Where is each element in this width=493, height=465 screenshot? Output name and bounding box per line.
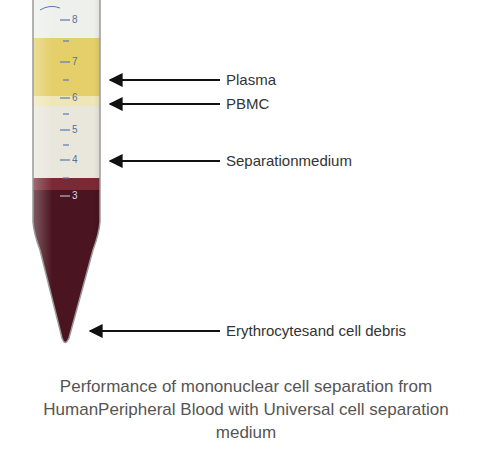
graduation-number: 6 [72, 93, 78, 103]
layer-label: Erythrocytesand cell debris [226, 323, 406, 338]
tube-marking [40, 6, 60, 10]
layer-label: Separationmedium [226, 153, 352, 168]
graduation-number: 7 [72, 57, 78, 67]
graduation-number: 5 [72, 125, 78, 135]
graduation-number: 4 [72, 155, 78, 165]
layer-label: Plasma [226, 72, 276, 87]
tube-outline [33, 0, 100, 343]
tube-contents [30, 0, 105, 360]
layer-label: PBMC [226, 96, 269, 111]
graduation-number: 8 [72, 15, 78, 25]
leader-arrows [90, 80, 220, 331]
graduation-number: 3 [72, 191, 78, 201]
figure-caption: Performance of mononuclear cell separati… [40, 375, 452, 444]
graduation-ticks [60, 20, 70, 196]
